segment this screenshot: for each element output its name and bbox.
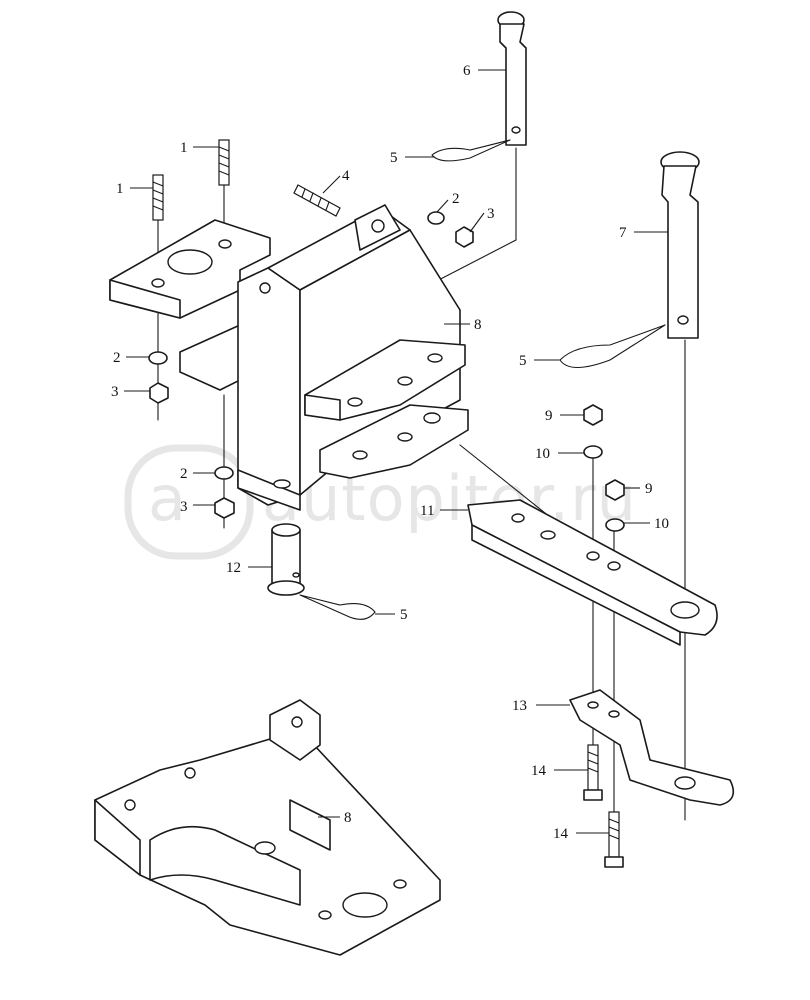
callout-3c: 3 bbox=[180, 499, 188, 515]
pin-6 bbox=[497, 11, 527, 146]
callout-7: 7 bbox=[619, 225, 627, 241]
bolts bbox=[583, 744, 624, 868]
callout-5c: 5 bbox=[400, 607, 408, 623]
callout-9b: 9 bbox=[645, 481, 653, 497]
upper-bracket-assembly bbox=[109, 204, 469, 511]
callout-3b: 3 bbox=[487, 206, 495, 222]
callouts: 1 1 2 2 2 3 3 3 4 5 5 5 6 7 8 8 9 9 10 1… bbox=[111, 63, 669, 842]
callout-8b: 8 bbox=[344, 810, 352, 826]
callout-10a: 10 bbox=[535, 446, 550, 462]
callout-11: 11 bbox=[420, 503, 434, 519]
lower-bracket bbox=[94, 699, 441, 956]
callout-5a: 5 bbox=[390, 150, 398, 166]
studs bbox=[152, 139, 230, 221]
callout-12: 12 bbox=[226, 560, 241, 576]
leader-lines bbox=[124, 69, 668, 834]
callout-14b: 14 bbox=[553, 826, 569, 842]
callout-10b: 10 bbox=[654, 516, 669, 532]
callout-5b: 5 bbox=[519, 353, 527, 369]
callout-1a: 1 bbox=[116, 181, 124, 197]
pin-12 bbox=[267, 523, 305, 596]
callout-4: 4 bbox=[342, 168, 350, 184]
callout-3a: 3 bbox=[111, 384, 119, 400]
pin-7 bbox=[660, 151, 700, 339]
callout-2c: 2 bbox=[180, 466, 188, 482]
watermark-logo-icon bbox=[124, 444, 254, 560]
washers-and-nuts bbox=[148, 211, 625, 532]
spring-clips bbox=[299, 139, 666, 620]
callout-13: 13 bbox=[512, 698, 527, 714]
callout-2a: 2 bbox=[113, 350, 121, 366]
callout-8a: 8 bbox=[474, 317, 482, 333]
support-strap bbox=[569, 689, 735, 806]
svg-text:a: a bbox=[148, 462, 187, 535]
callout-1b: 1 bbox=[180, 140, 188, 156]
callout-2b: 2 bbox=[452, 191, 460, 207]
stud-4 bbox=[293, 184, 341, 217]
callout-6: 6 bbox=[463, 63, 471, 79]
callout-14a: 14 bbox=[531, 763, 547, 779]
draw-bar bbox=[467, 499, 718, 646]
callout-9a: 9 bbox=[545, 408, 553, 424]
